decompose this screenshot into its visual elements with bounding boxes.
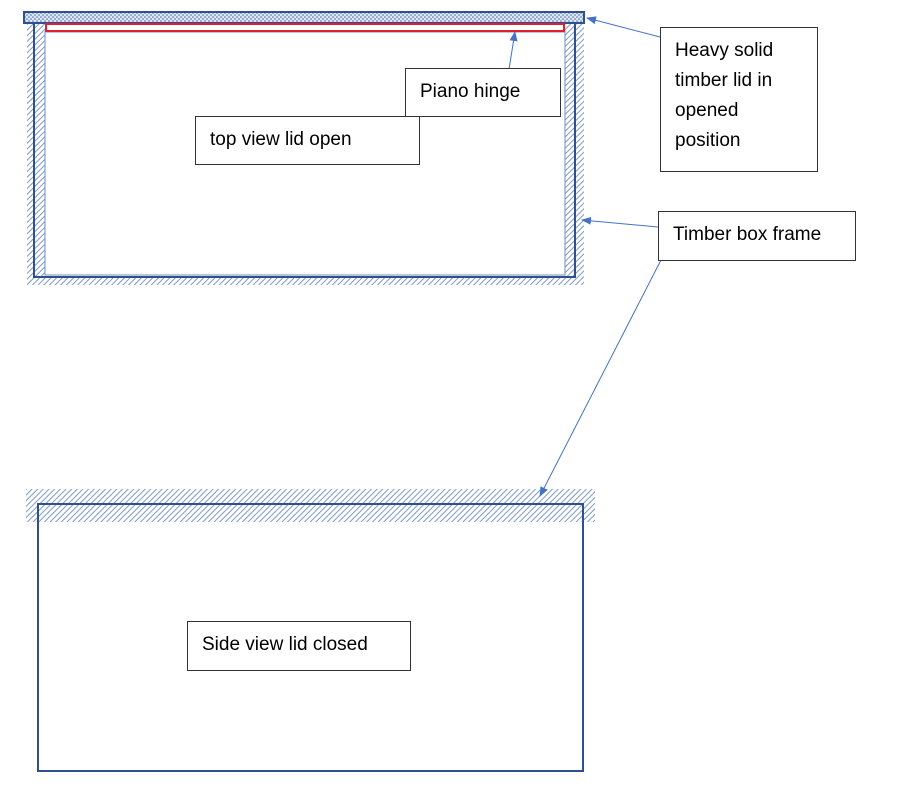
top-frame-bottom-wall — [27, 276, 584, 285]
timber-lid — [23, 11, 585, 24]
label-heavy-timber-lid: Heavy solid timber lid in opened positio… — [660, 27, 818, 172]
top-frame-left-wall — [27, 22, 45, 285]
arrow-timber-frame-side — [539, 257, 663, 497]
piano-hinge — [45, 23, 565, 32]
label-top-view-lid-open: top view lid open — [195, 116, 420, 165]
arrow-timber-frame-top — [581, 216, 659, 228]
label-timber-box-frame: Timber box frame — [658, 211, 856, 261]
label-side-view-lid-closed: Side view lid closed — [187, 621, 411, 671]
label-piano-hinge: Piano hinge — [405, 68, 561, 117]
arrow-heavy-lid — [586, 16, 661, 38]
arrow-piano-hinge — [508, 31, 518, 70]
side-view-lid-hatch — [26, 489, 595, 522]
side-view-box-body — [37, 503, 584, 772]
